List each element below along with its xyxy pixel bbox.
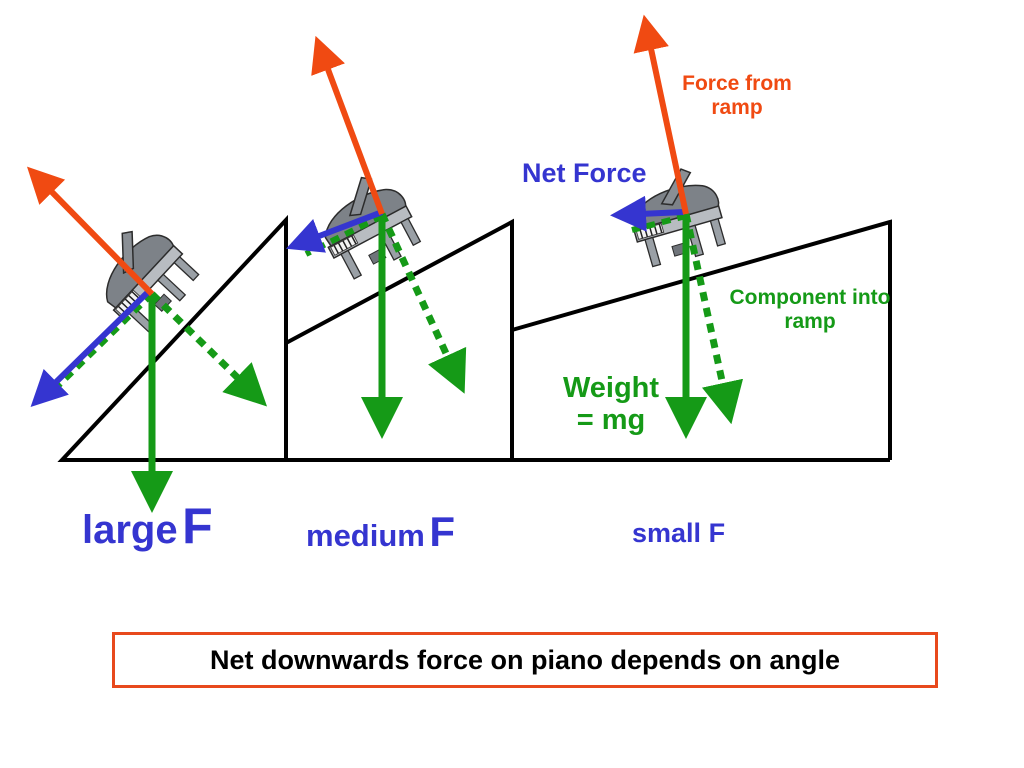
force-from-ramp-label: Force from ramp <box>682 72 792 119</box>
medium-word: medium <box>306 518 425 553</box>
grand-piano-icon <box>79 212 206 340</box>
large-force-label: large F <box>82 498 213 554</box>
large-f-letter: F <box>182 498 213 554</box>
small-word: small <box>632 518 702 548</box>
large-word: large <box>82 508 178 552</box>
weight-label: Weight = mg <box>562 372 660 437</box>
force-from-ramp-arrow <box>311 35 385 216</box>
small-f-letter: F <box>708 518 726 548</box>
medium-f-letter: F <box>429 508 455 555</box>
ramp-shallow <box>511 219 892 460</box>
ramp-steep <box>57 214 288 462</box>
force-from-ramp-arrow <box>633 14 689 215</box>
net-force-arrow <box>30 289 151 407</box>
ramp-medium <box>285 218 514 460</box>
net-force-label: Net Force <box>522 158 647 188</box>
component-along-ramp-arrow <box>53 291 155 391</box>
net-force-arrow <box>610 195 685 232</box>
small-force-label: small F <box>632 518 725 548</box>
component-into-ramp-arrow <box>378 212 467 394</box>
forces-medium <box>285 35 467 439</box>
forces-shallow <box>610 14 744 439</box>
component-into-ramp-arrow <box>149 291 268 407</box>
forces-steep <box>26 166 268 513</box>
caption-text: Net downwards force on piano depends on … <box>209 644 841 675</box>
component-into-ramp-label: Component into ramp <box>729 286 891 333</box>
ramps-group <box>57 214 892 462</box>
force-from-ramp-arrow <box>26 166 155 297</box>
caption-box: Net downwards force on piano depends on … <box>112 632 938 688</box>
component-into-ramp-arrow <box>682 213 744 425</box>
medium-force-label: medium F <box>306 508 455 555</box>
net-force-arrow <box>285 209 384 253</box>
